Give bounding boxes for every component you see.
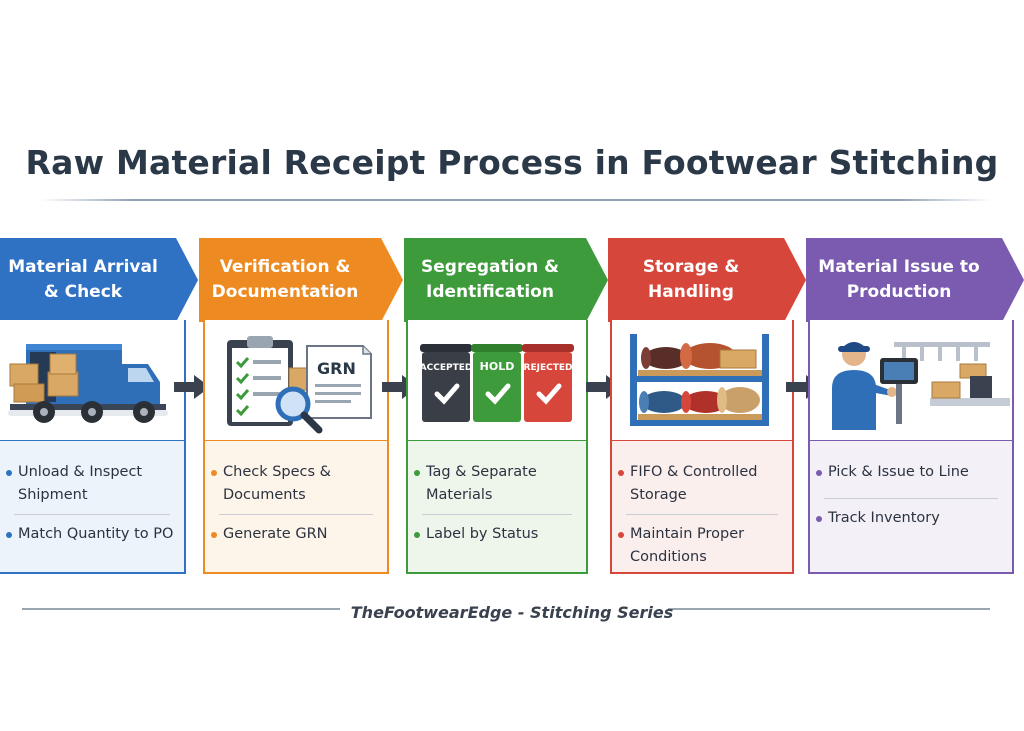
step-title-line2: Handling	[648, 282, 734, 302]
step-header: Segregation & Identification	[404, 238, 608, 322]
grn-doc-label: GRN	[317, 359, 356, 378]
footer-caption: TheFootwearEdge - Stitching Series	[350, 603, 674, 622]
flow-arrow-icon	[174, 375, 210, 399]
step-card: Pick & Issue to Line Track Inventory	[808, 320, 1014, 574]
step-title-line1: Material Arrival	[8, 256, 158, 277]
clipboard-checklist-icon: GRN	[205, 320, 387, 440]
step-storage: Storage & Handling	[608, 238, 806, 576]
title-rule	[40, 199, 992, 201]
step-card: GRN Check Specs &Documents Generate GRN	[203, 320, 389, 574]
step-header: Material Arrival & Check	[0, 238, 198, 322]
storage-rack-icon	[612, 320, 792, 440]
bullet-item: Generate GRN	[205, 514, 387, 546]
step-material-arrival: Material Arrival& Check Unload &	[0, 238, 198, 576]
step-title-line2: & Check	[43, 282, 123, 302]
bullet-item: Label by Status	[408, 514, 586, 546]
status-bins-icon: ACCEPTED HOLD REJECTED	[408, 320, 586, 440]
bullet-item: Track Inventory	[810, 498, 1012, 530]
bin-label-hold: HOLD	[480, 360, 515, 373]
bullet-item: Pick & Issue to Line	[810, 461, 1012, 484]
page-title: Raw Material Receipt Process in Footwear…	[25, 143, 999, 182]
step-title-line1: Segregation &	[421, 256, 559, 277]
delivery-truck-icon	[0, 320, 184, 440]
bin-label-rejected: REJECTED	[524, 363, 573, 373]
step-title-line2: Documentation	[211, 282, 359, 302]
worker-terminal-icon	[810, 320, 1012, 440]
step-verification: Verification & Documentation GRN	[199, 238, 403, 576]
step-segregation: Segregation & Identification ACCEPTED HOL…	[404, 238, 608, 576]
step-title-line1: Material Issue to	[818, 256, 980, 277]
bin-label-accepted: ACCEPTED	[420, 363, 473, 373]
magnifier-icon	[275, 386, 323, 434]
step-header: Material Issue to Production	[806, 238, 1024, 322]
step-material-issue: Material Issue to Production	[806, 238, 1024, 576]
step-title-line2: Identification	[426, 282, 554, 302]
step-title-line2: Production	[846, 282, 952, 302]
bullet-item: Check Specs &Documents	[205, 461, 387, 507]
footer-rule-left	[22, 608, 340, 610]
step-header: Storage & Handling	[608, 238, 806, 322]
bullet-item: Match Quantity to PO	[0, 514, 184, 546]
bullet-list: Pick & Issue to Line Track Inventory	[810, 440, 1012, 572]
step-header: Verification & Documentation	[199, 238, 403, 322]
step-title-line1: Storage &	[642, 256, 740, 277]
step-title-line1: Verification &	[219, 256, 351, 277]
footer-rule-right	[668, 608, 990, 610]
bullet-list: Check Specs &Documents Generate GRN	[205, 440, 387, 572]
